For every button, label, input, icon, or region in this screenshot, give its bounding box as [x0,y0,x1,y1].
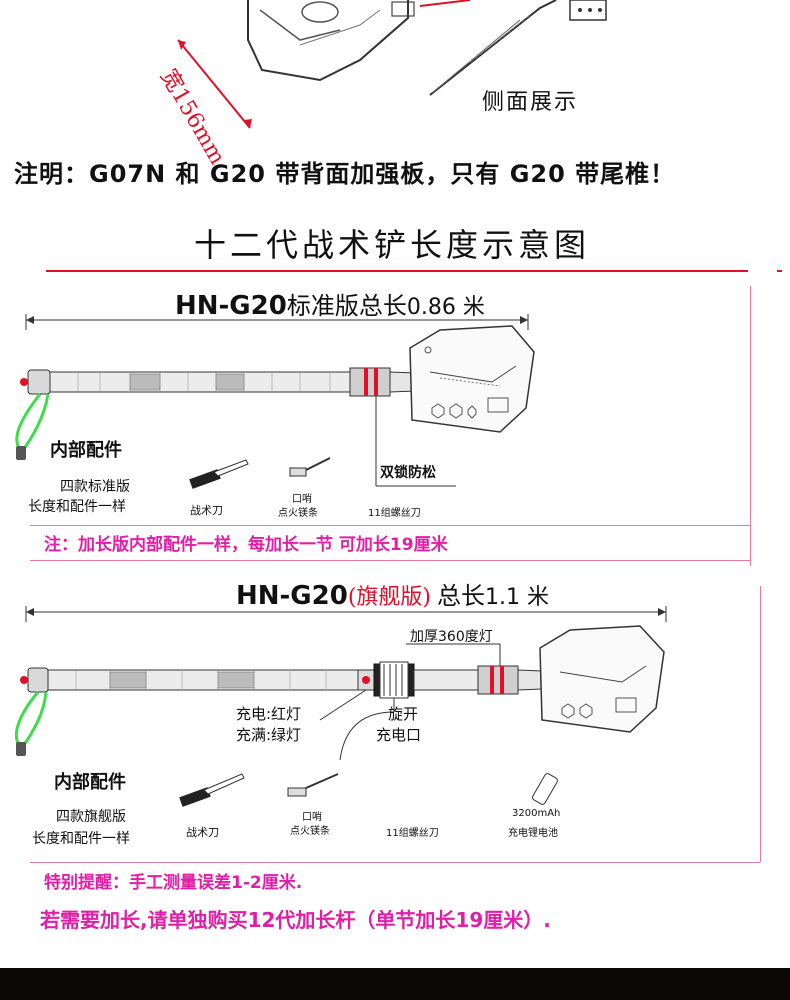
flagship-title: HN-G20(旗舰版)总长1.1 米 [236,576,549,611]
flagship-length: 1.1 米 [485,585,549,610]
bottom-banner-bar [0,968,790,1000]
flagship-edition: (旗舰版) [347,585,432,610]
top-section: 宽156mm 侧面展示 [0,0,790,169]
title-underline [46,270,748,272]
flagship-total: 总长 [437,582,486,610]
reminder-measurement: 特别提醒：手工测量误差1-2厘米. [44,873,303,893]
standard-title: HN-G20标准版总长0.86 米 [175,286,485,321]
flagship-frame-bottom [30,862,760,863]
flagship-item-battery-capacity: 3200mAh [512,808,561,819]
flagship-unscrew-2: 充电口 [376,726,422,744]
standard-accessory-icons [189,457,331,489]
title-underline-dash [777,270,782,272]
section-title: 十二代战术铲长度示意图 [194,226,591,264]
whistle-icon [289,457,331,477]
standard-item-whistle: 口哨 [292,494,312,505]
standard-item-knife: 战术刀 [190,504,223,517]
reminder-extension: 若需要加长,请单独购买12代加长杆（单节加长19厘米）. [40,908,551,932]
flagship-model: HN-G20 [236,581,348,611]
flagship-charge-red: 充电:红灯 [236,705,302,723]
flagship-item-knife: 战术刀 [186,826,219,839]
flagship-accessories-note-1: 四款旗舰版 [56,809,126,825]
double-lock-label: 双锁防松 [380,465,436,481]
standard-accessories-note-1: 四款标准版 [60,479,130,495]
flagship-item-screwdriver: 11组螺丝刀 [386,828,439,839]
flagship-charge-green: 充满:绿灯 [236,726,302,744]
standard-item-fire-rod: 点火镁条 [278,508,318,519]
standard-accessories-title: 内部配件 [50,440,122,461]
standard-footnote: 注：加长版内部配件一样，每加长一节 可加长19厘米 [44,535,448,555]
standard-accessories-note-2: 长度和配件一样 [28,499,126,515]
standard-item-screwdriver: 11组螺丝刀 [368,508,421,519]
flagship-frame-right [760,586,761,862]
standard-frame-right [750,286,751,566]
battery-icon [532,773,558,805]
top-illustration [177,0,607,129]
flagship-item-whistle: 口哨 [302,812,322,823]
flagship-accessories-note-2: 长度和配件一样 [32,831,130,847]
flagship-accessories-title: 内部配件 [54,772,126,793]
flagship-accessory-icons [179,773,558,807]
top-note: 注明：G07N 和 G20 带背面加强板，只有 G20 带尾椎！ [14,160,676,188]
standard-shovel-diagram [15,314,535,487]
flagship-item-fire-rod: 点火镁条 [290,826,330,837]
whistle-icon [287,773,339,797]
standard-length: 0.86 米 [406,295,485,320]
tactical-knife-icon [189,459,249,489]
side-view-label: 侧面展示 [482,90,579,115]
standard-edition: 标准版总长 [286,292,407,320]
tactical-knife-icon [179,773,245,807]
flagship-item-battery: 充电锂电池 [508,828,558,839]
standard-frame-bottom [30,525,750,526]
flagship-unscrew-1: 旋开 [388,705,419,723]
flagship-lamp-label: 加厚360度灯 [410,629,493,645]
standard-frame-bottom-2 [30,560,750,561]
flagship-shovel-diagram [14,606,667,761]
standard-model: HN-G20 [175,291,287,321]
